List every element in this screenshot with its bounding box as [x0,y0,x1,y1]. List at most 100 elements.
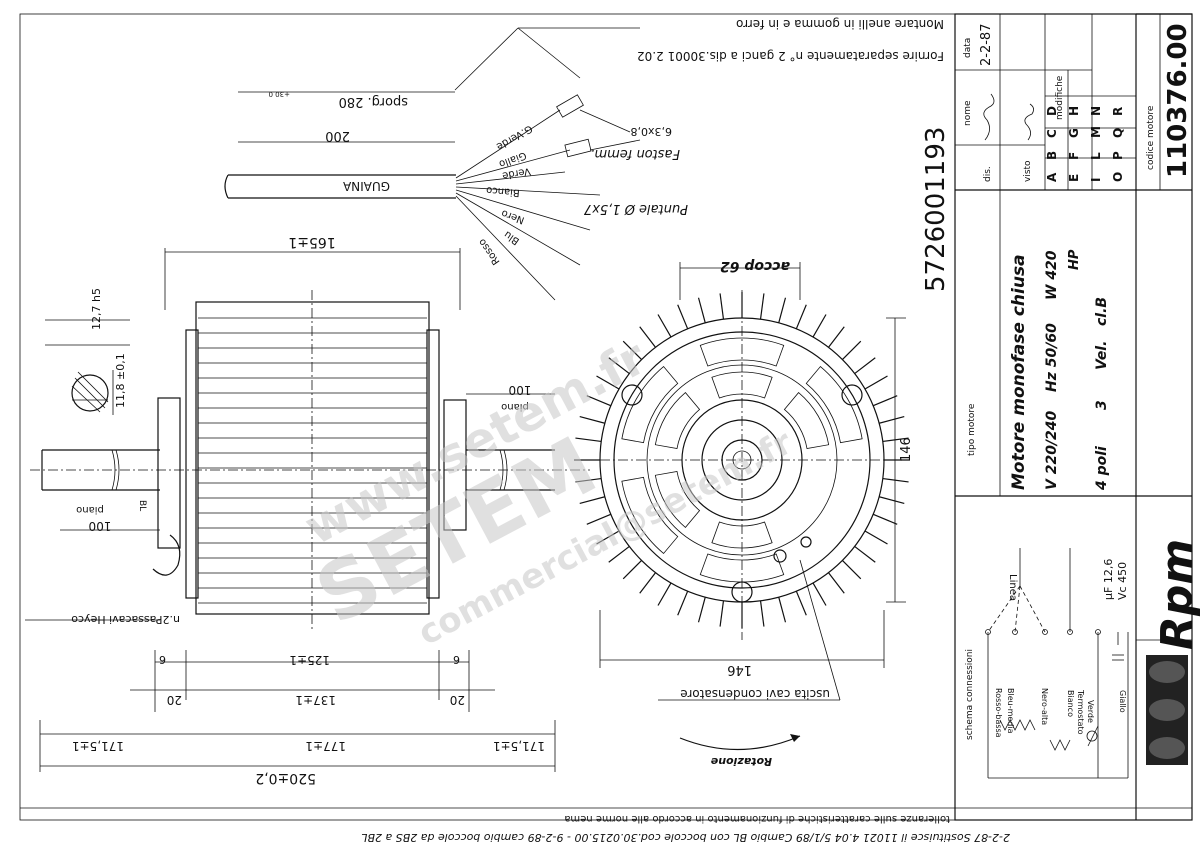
nome-label: nome [963,100,973,126]
mod-letter: H [1067,106,1081,116]
cable-assembly [224,27,641,301]
spec-speeds: 3 [1094,400,1110,410]
dim-6-left: 6 [159,653,166,666]
vent-slot [711,521,773,549]
cooling-fin [657,314,672,338]
left-bushing [157,397,181,549]
dis-label: dis. [983,166,993,182]
cooling-fin [841,340,862,361]
dim-171-left: 171,5±1 [72,739,124,753]
dim-171-right: 171,5±1 [493,739,545,753]
cooling-fin [639,572,657,594]
spec-poles: 4 poli [1094,446,1110,491]
dim-20-right: 20 [450,693,465,707]
modifiche-label: modifiche [1055,75,1065,120]
cooling-fin [882,437,909,443]
cooling-fin [622,340,643,361]
drawing-code: 5726001193 [921,127,951,292]
signature-visto [1024,103,1034,141]
cooling-fin [575,477,602,483]
dim-12-7: 12,7 h5 [90,288,103,330]
cap-uf: μF 12,6 [1102,559,1115,600]
dim-100-left: 100 [89,519,112,533]
dim-146-horizontal: 146 [727,662,752,677]
mod-letter: I [1089,178,1103,182]
note-fast-on-size: 6,3x0,8 [631,125,673,138]
cooling-fin [872,395,898,407]
cooling-fin [759,293,765,320]
bl-label: BL [137,500,147,511]
motor-type: Motore monofase chiusa [1009,254,1029,490]
mod-letter: E [1067,174,1081,182]
cooling-fin [795,590,807,616]
note-hooks: Fornire separatamente n° 2 ganci a dis.3… [637,49,944,63]
cooling-fin [596,530,620,545]
spec-vel-label: Vel. [1094,341,1110,370]
date-value: 2-2-87 [979,24,994,66]
vent-slot [654,392,701,450]
conn-nero-alta: Nero-alta [1040,688,1049,725]
codice-value: 110376.00 [1163,23,1193,178]
data-label: data [963,38,973,58]
conn-rosso-bassa: Rosso-bassa [994,688,1003,738]
cooling-fin [864,375,888,390]
cooling-fin [759,600,765,627]
cooling-fin [608,357,630,375]
mount-hole-2 [841,384,863,406]
dim-137: 137±1 [295,693,336,707]
vent-slot [783,392,830,450]
mod-letter: D [1045,106,1059,116]
cooling-fin [586,395,612,407]
passacavi [152,534,181,576]
cooling-fin [697,597,706,623]
cooling-fin [882,477,909,483]
vent-slot [654,470,701,528]
cooling-fin [795,304,807,330]
vent-slot [699,553,785,583]
vent-slot [805,365,863,444]
mod-letter: Q [1111,128,1125,138]
mod-letter: G [1067,128,1081,138]
vent-slot [711,371,773,399]
schema-label: schema connessioni [965,649,975,740]
stator-housing [195,301,430,615]
cooling-fin [841,559,862,580]
cooling-fin [677,590,689,616]
conn-bianco: Bianco [1066,690,1075,717]
conn-giallo: Giallo [1118,690,1127,713]
visto-label: visto [1023,160,1033,182]
cooling-fin [827,572,845,594]
connection-schema [985,548,1129,779]
dim-146-vertical: 146 [899,437,914,462]
conn-verde: Verde [1086,700,1095,723]
cooling-fin [586,513,612,525]
wire-label: Blu [502,228,521,246]
cooling-fin [864,530,888,545]
cooling-fin [879,496,905,505]
piano-left: piano [76,504,104,515]
note-fast-on: Faston femm. [590,146,680,161]
cooling-fin [872,513,898,525]
mod-letter: B [1045,151,1059,160]
conn-bleu-media: Bleu-media [1006,688,1015,734]
vent-slot [621,365,679,444]
motor-front-view: accop 62 146 146 uscita cavi condensator… [574,258,914,768]
mod-letter: R [1111,107,1125,116]
cooling-fin [719,293,725,320]
vent-slot [621,476,679,555]
note-tolerances: tolleranze sulle caratteristiche di funz… [564,813,950,824]
cooling-fin [579,415,605,424]
dim-6-right: 6 [453,653,460,666]
note-sporg: sporg. 280 [339,94,408,109]
wire-label: Verde [501,165,531,181]
cooling-fin [596,375,620,390]
cooling-fin [854,545,876,563]
mod-letter: F [1067,152,1081,160]
vent-slot [699,337,785,367]
right-bushing [443,399,467,531]
cooling-fin [778,297,787,323]
cooling-fin [622,559,643,580]
